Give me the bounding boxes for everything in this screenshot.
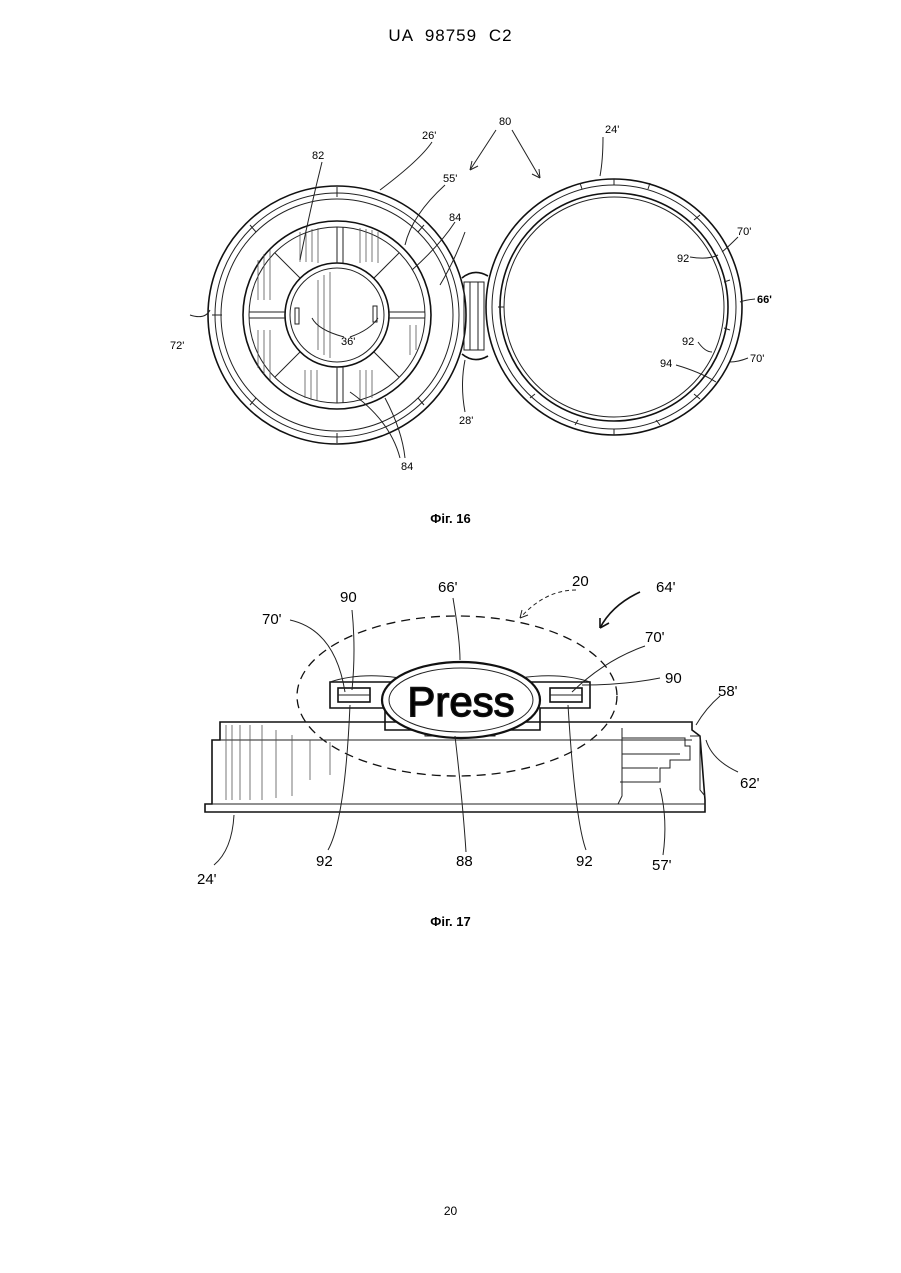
figure-17-caption: Фіг. 17 <box>0 914 901 929</box>
label-55: 55' <box>443 173 457 185</box>
label-66: 66' <box>438 579 458 596</box>
label-70b: 70' <box>645 629 665 646</box>
page-number: 20 <box>0 1204 901 1218</box>
label-64: 64' <box>656 579 676 596</box>
label-24: 24' <box>605 124 619 136</box>
label-84a: 84 <box>449 212 461 224</box>
press-label: Press <box>407 678 514 725</box>
figure-16-drawing: 80 24' 26' 82 55' 84 70' 92 66' 72' 36' … <box>0 0 901 500</box>
figure-17-drawing: Press 20 66' 64' 90 70' 70' 90 58' 62' 9… <box>0 560 901 890</box>
label-70a: 70' <box>262 611 282 628</box>
label-28: 28' <box>459 415 473 427</box>
label-58: 58' <box>718 683 738 700</box>
label-92b: 92 <box>682 336 694 348</box>
label-84b: 84 <box>401 461 413 473</box>
figure-16-caption: Фіг. 16 <box>0 511 901 526</box>
label-92a: 92 <box>316 853 333 870</box>
cap-right <box>486 179 742 435</box>
label-90b: 90 <box>665 670 682 687</box>
fig16-leaders <box>190 130 755 458</box>
label-20: 20 <box>572 573 589 590</box>
label-62: 62' <box>740 775 760 792</box>
label-88: 88 <box>456 853 473 870</box>
label-36: 36' <box>341 336 355 348</box>
label-72: 72' <box>170 340 184 352</box>
label-82: 82 <box>312 150 324 162</box>
label-70b: 70' <box>750 353 764 365</box>
label-66: 66' <box>757 294 772 306</box>
label-70a: 70' <box>737 226 751 238</box>
label-24: 24' <box>197 871 217 888</box>
press-button: Press <box>382 662 540 738</box>
label-92a: 92 <box>677 253 689 265</box>
label-94: 94 <box>660 358 672 370</box>
label-92b: 92 <box>576 853 593 870</box>
label-90a: 90 <box>340 589 357 606</box>
label-26: 26' <box>422 130 436 142</box>
label-57: 57' <box>652 857 672 874</box>
cap-left <box>208 186 466 444</box>
label-80: 80 <box>499 116 511 128</box>
